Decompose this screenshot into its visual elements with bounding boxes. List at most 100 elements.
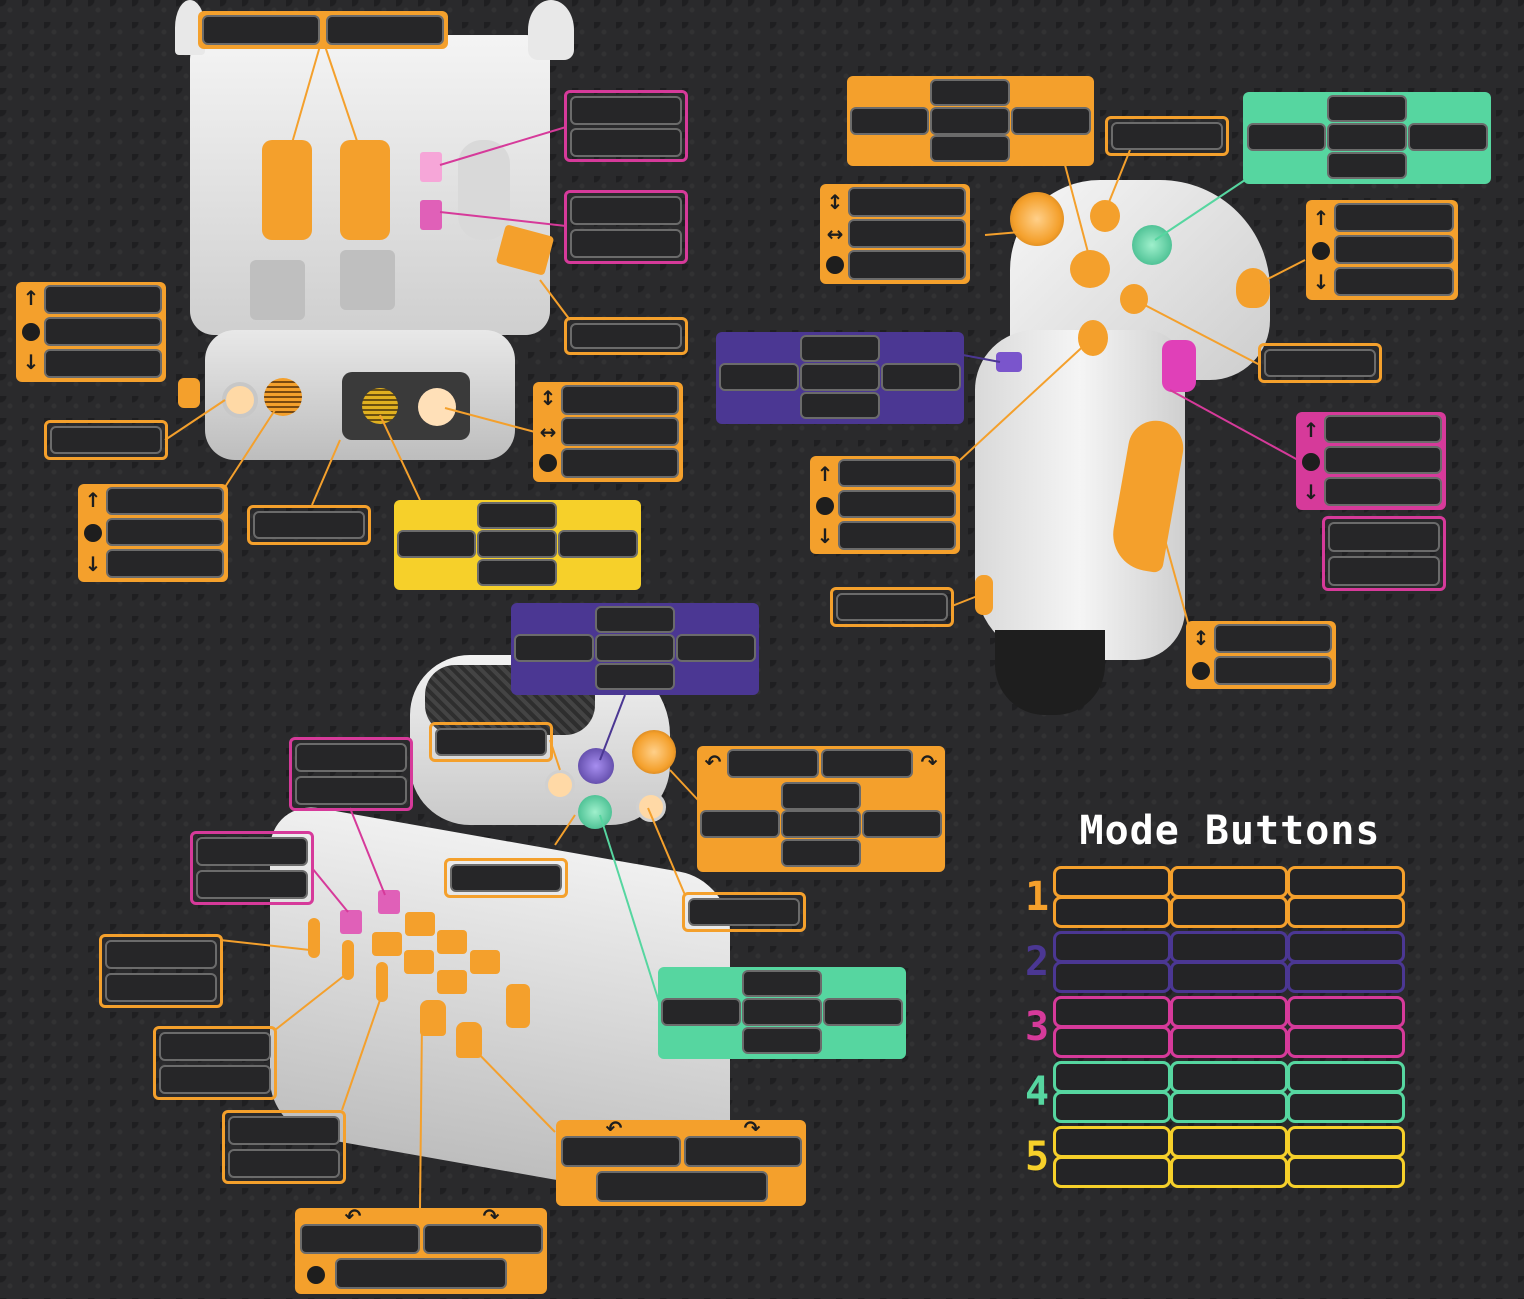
callout-throttle-pad-button: ↕ ↔ <box>533 382 683 482</box>
panel-key-3 <box>437 930 467 954</box>
label-slot <box>1214 656 1332 685</box>
label-slot <box>561 385 679 415</box>
callout-panel-hat-purple <box>511 603 759 695</box>
label-slot <box>1324 477 1442 506</box>
callout-throttle-flap <box>564 317 688 355</box>
mode-4-slot <box>1287 1061 1405 1093</box>
label-slot-down <box>595 663 675 690</box>
label-slot <box>326 15 444 45</box>
label-slot-down <box>781 839 861 867</box>
push-icon <box>816 497 834 515</box>
mode-5-slot <box>1287 1156 1405 1188</box>
mode-2-slot <box>1053 931 1171 963</box>
panel-toggle-1 <box>308 918 320 958</box>
mode-3-slot <box>1287 1026 1405 1058</box>
push-icon <box>307 1266 325 1284</box>
label-slot <box>727 749 819 778</box>
callout-stick-hat-orange <box>847 76 1094 166</box>
throttle-pad-wheel <box>362 388 398 424</box>
mode-2-slot <box>1170 931 1288 963</box>
callout-throttle-wheel: ↑ ↓ <box>78 484 228 582</box>
mode-2-slot <box>1287 931 1405 963</box>
label-slot <box>106 487 224 515</box>
callout-panel-hat-green <box>658 967 906 1059</box>
callout-panel-grip-button <box>444 858 568 898</box>
callout-throttle-switch <box>247 505 371 545</box>
label-slot-up <box>1327 95 1407 122</box>
mode-number-2: 2 <box>1024 939 1050 985</box>
callout-panel-knob-2: ↶ ↷ <box>556 1116 806 1206</box>
label-slot-center <box>742 998 822 1026</box>
mode-3-slot <box>1170 1026 1288 1058</box>
push-icon <box>1192 662 1210 680</box>
stick-pink-trigger <box>1162 340 1196 392</box>
throttle-pedal-right <box>340 250 395 310</box>
mode-2-slot <box>1287 961 1405 993</box>
label-slot <box>105 940 217 969</box>
stick-purple-switch <box>996 352 1022 372</box>
label-slot-down <box>800 392 880 419</box>
stick-hat-green <box>1132 225 1172 265</box>
mode-5-slot <box>1170 1126 1288 1158</box>
mode-4-slot <box>1287 1091 1405 1123</box>
label-slot-center <box>930 107 1010 135</box>
label-slot-left <box>514 634 594 662</box>
callout-throttle-dial-updown: ↑ ↓ <box>16 282 166 382</box>
label-slot-left <box>850 107 929 135</box>
throttle-pad-button <box>418 388 456 426</box>
label-slot-left <box>719 363 799 391</box>
mode-1-slot <box>1287 866 1405 898</box>
label-slot-down <box>742 1027 822 1054</box>
rotate-right-icon: ↷ <box>482 1204 500 1228</box>
panel-key-6 <box>470 950 500 974</box>
mode-2-slot <box>1170 961 1288 993</box>
push-icon <box>1312 242 1330 260</box>
rotate-right-icon: ↷ <box>743 1116 761 1140</box>
label-slot-right <box>862 810 942 838</box>
down-arrow-icon: ↓ <box>816 524 834 548</box>
label-slot <box>450 864 562 892</box>
label-slot <box>300 1224 420 1254</box>
label-slot-center <box>1327 123 1407 151</box>
panel-button-left <box>545 770 575 800</box>
panel-rotary <box>506 984 530 1028</box>
label-slot-center <box>595 634 675 662</box>
mode-3-slot <box>1053 996 1171 1028</box>
label-slot <box>838 459 956 487</box>
label-slot <box>561 448 679 478</box>
label-slot <box>561 1136 681 1167</box>
label-slot <box>1324 446 1442 474</box>
mode-3-slot <box>1053 1026 1171 1058</box>
label-slot <box>44 349 162 378</box>
throttle-pedal-left <box>250 260 305 320</box>
pink-switch-top <box>420 152 442 182</box>
throttle-right-antenna <box>528 0 574 60</box>
label-slot <box>44 317 162 346</box>
label-slot <box>838 490 956 518</box>
label-slot <box>196 837 308 866</box>
push-icon <box>84 524 102 542</box>
mode-1-slot <box>1170 866 1288 898</box>
label-slot <box>561 417 679 446</box>
label-slot-left <box>661 998 741 1026</box>
stick-button-top <box>1090 200 1120 232</box>
label-slot-up <box>781 782 861 810</box>
label-slot <box>570 196 682 225</box>
panel-toggle-3 <box>376 962 388 1002</box>
panel-pink-switch-2 <box>378 890 400 914</box>
mode-5-slot <box>1053 1156 1171 1188</box>
rotate-left-icon: ↶ <box>704 750 722 774</box>
mode-number-5: 5 <box>1024 1134 1050 1180</box>
updown-arrow-icon: ↕ <box>1192 626 1210 650</box>
mode-4-slot <box>1053 1061 1171 1093</box>
up-arrow-icon: ↑ <box>1312 206 1330 230</box>
label-slot-left <box>700 810 780 838</box>
label-slot <box>688 898 800 926</box>
throttle-lever-right <box>340 140 390 240</box>
label-slot <box>50 426 162 454</box>
push-icon <box>539 454 557 472</box>
label-slot <box>228 1116 340 1145</box>
callout-throttle-pink-top <box>564 90 688 162</box>
label-slot <box>848 187 966 217</box>
label-slot <box>848 219 966 248</box>
